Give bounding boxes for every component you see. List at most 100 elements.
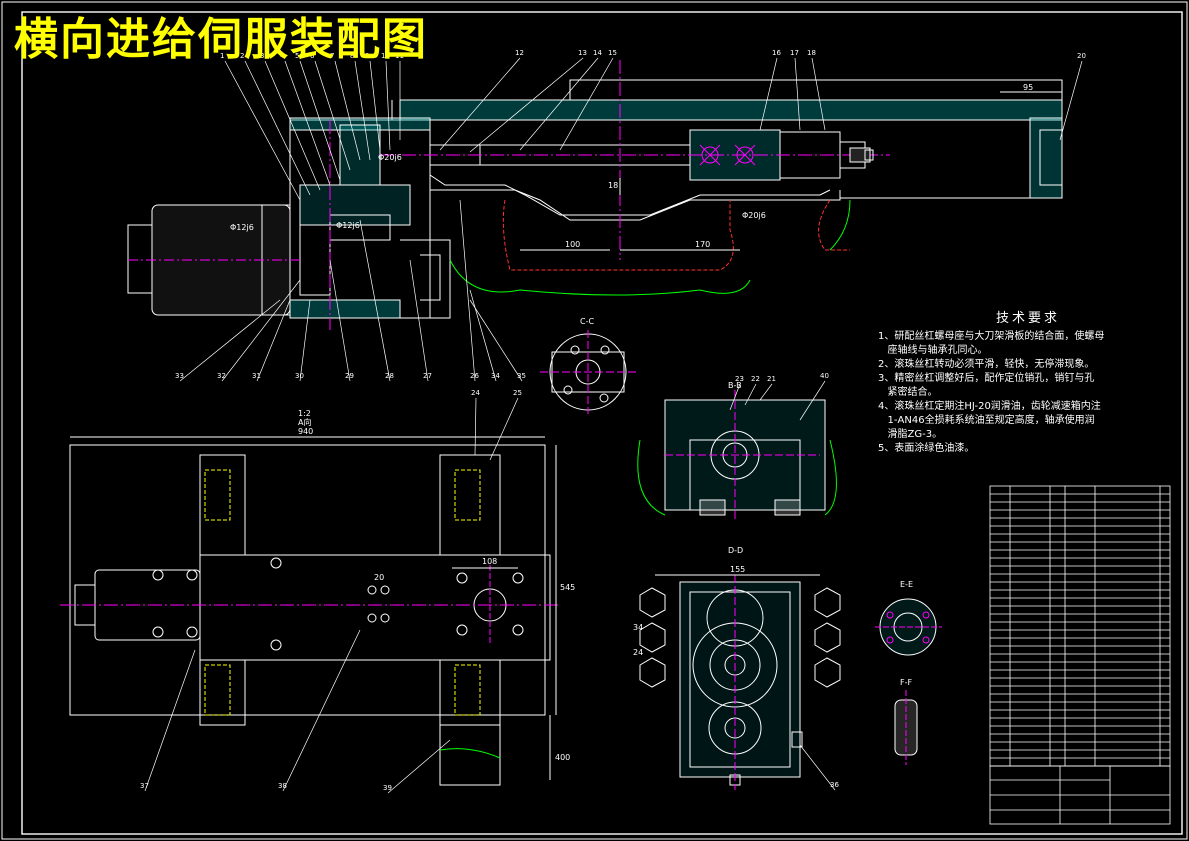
dim-34: 34 (633, 623, 643, 632)
section-e-e-label: E-E (900, 580, 913, 589)
part-balloon-number: 40 (820, 372, 829, 380)
part-balloon-number: 2 (240, 52, 244, 60)
leader-line (469, 289, 497, 382)
part-balloon-number: 35 (517, 372, 526, 380)
part-balloon-number: 17 (790, 49, 799, 57)
leader-line (459, 199, 476, 382)
leader-line (329, 259, 351, 382)
dim-dia12-b: Φ12j6 (336, 221, 360, 230)
view-a-scale: 1:2 (298, 409, 311, 418)
leader-line (334, 60, 361, 161)
leader-line (519, 57, 599, 151)
part-balloon-number: 21 (767, 375, 776, 383)
part-balloon-number: 13 (578, 49, 587, 57)
dim-dia12-a: Φ12j6 (230, 223, 254, 232)
leader-line (284, 60, 331, 186)
part-balloon-number: 18 (807, 49, 816, 57)
part-balloon-number: 37 (140, 782, 149, 790)
leader-line (299, 60, 341, 181)
leader-line (359, 219, 391, 382)
leader-line (1059, 60, 1083, 141)
part-balloon-number: 7 (330, 52, 334, 60)
part-balloon-number: 12 (515, 49, 524, 57)
view-a-label: A向 (298, 417, 311, 427)
dim-400: 400 (555, 753, 570, 762)
section-e-e (875, 598, 942, 656)
leader-line (221, 279, 301, 382)
part-balloon-number: 3 (260, 52, 264, 60)
requirement-item: 5、表面涂绿色油漆。 (878, 443, 975, 454)
part-balloon-number: 26 (470, 372, 479, 380)
part-balloon-number: 1 (220, 52, 224, 60)
leader-line (759, 383, 773, 401)
part-balloon-number: 39 (383, 784, 392, 792)
requirement-item: 2、滚珠丝杠转动必须平滑，轻快，无停滞现象。 (878, 359, 1095, 370)
dim-170: 170 (695, 240, 710, 249)
leader-line (469, 299, 523, 382)
dim-940: 940 (298, 427, 313, 436)
part-balloon-number: 6 (310, 52, 315, 60)
part-balloon-number: 32 (217, 372, 226, 380)
leader-line (744, 383, 757, 406)
section-b-b-label: B-B (728, 381, 742, 390)
leader-line (794, 57, 801, 131)
leader-line (299, 299, 311, 382)
requirement-item: 4、滚珠丝杠定期注HJ-20润滑油，齿轮减速箱内注 1-AN46全损耗系统油至规… (878, 401, 1101, 440)
section-f-f (894, 690, 918, 765)
part-balloon-number: 38 (278, 782, 287, 790)
main-section-view (127, 60, 1063, 330)
section-f-f-label: F-F (900, 678, 912, 687)
dim-108: 108 (482, 557, 497, 566)
part-balloon-number: 8 (350, 52, 354, 60)
part-balloon-number: 10 (381, 52, 390, 60)
drawing-title: 横向进给伺服装配图 (14, 14, 428, 65)
dim-545: 545 (560, 583, 575, 592)
part-balloon-number: 28 (385, 372, 394, 380)
leader-line (144, 649, 196, 792)
part-balloon-number: 29 (345, 372, 354, 380)
leader-line (759, 57, 778, 131)
dim-20: 20 (374, 573, 384, 582)
part-balloon-number: 15 (608, 49, 617, 57)
dim-dia20-a: Φ20j6 (378, 153, 402, 162)
leader-line (799, 380, 826, 421)
leader-line (811, 57, 826, 131)
leader-line (385, 60, 391, 151)
plan-view-a (60, 436, 560, 786)
leader-line (369, 60, 381, 151)
part-balloon-number: 34 (491, 372, 500, 380)
title-block (989, 765, 1171, 825)
inner-border (21, 11, 1183, 835)
section-b-b (637, 390, 837, 520)
part-balloon-number: 25 (513, 389, 522, 397)
leader-line (224, 60, 301, 201)
dim-18: 18 (608, 181, 618, 190)
dim-155: 155 (730, 565, 745, 574)
leader-line (474, 397, 477, 456)
requirement-item: 1、研配丝杠螺母座与大刀架滑板的结合面，使螺母 座轴线与轴承孔同心。 (878, 331, 1105, 356)
part-balloon-number: 5 (295, 52, 299, 60)
part-balloon-number: 14 (593, 49, 602, 57)
part-balloon-number: 36 (830, 781, 839, 789)
leader-line (264, 60, 321, 191)
requirement-item: 3、精密丝杠调整好后，配作定位销孔，销钉与孔 紧密结合。 (878, 373, 1095, 398)
leader-line (489, 397, 519, 461)
parts-list (989, 485, 1171, 767)
leader-line (439, 57, 521, 151)
technical-requirements-heading: 技术要求 (995, 311, 1060, 326)
dim-100: 100 (565, 240, 580, 249)
dim-dia20-b: Φ20j6 (742, 211, 766, 220)
leader-line (256, 299, 291, 382)
part-balloon-number: 27 (423, 372, 432, 380)
part-balloon-number: 11 (395, 52, 404, 60)
part-balloon-number: 22 (751, 375, 760, 383)
dim-95: 95 (1023, 83, 1033, 92)
leader-line (314, 60, 351, 171)
leader-line (799, 744, 836, 791)
leader-line (409, 259, 429, 382)
leader-line (729, 383, 741, 411)
